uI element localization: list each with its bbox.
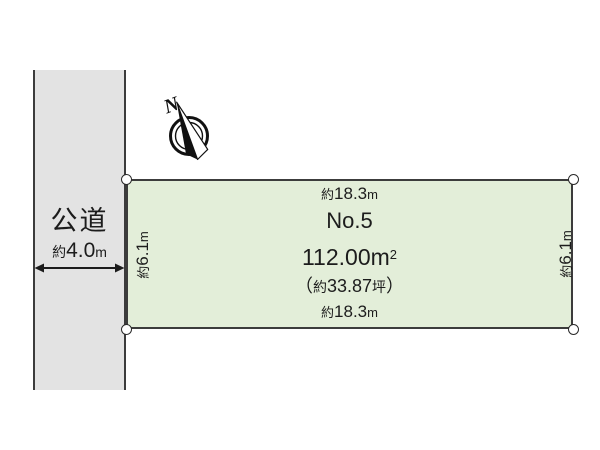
left-dim-value: 6.1 (133, 242, 152, 266)
plot-area-tsubo-label: （約33.87坪） (126, 277, 573, 296)
plot-number-label: No.5 (326, 208, 373, 233)
tsubo-close-paren: ） (386, 276, 405, 296)
road-width-arrow-icon (34, 263, 125, 273)
public-road-strip (33, 70, 126, 390)
top-dim-value: 18.3 (334, 184, 368, 203)
tsubo-unit: 坪 (372, 279, 387, 295)
bottom-dim-approx: 約 (321, 305, 335, 320)
top-dim-unit: m (367, 187, 378, 202)
road-width-label: 約4.0m (33, 240, 126, 261)
left-dim-unit: m (136, 231, 151, 243)
plot-area-sqm-label: 112.00m2 (126, 246, 573, 269)
plot-left-dimension: 約6.1m (133, 195, 152, 315)
plot-top-dimension: 約18.3m (126, 185, 573, 203)
right-dim-value: 6.1 (556, 241, 575, 265)
left-dim-approx: 約 (136, 265, 151, 279)
tsubo-value: 33.87 (326, 276, 373, 296)
road-width-approx: 約 (52, 244, 67, 260)
tsubo-approx: 約 (312, 279, 327, 295)
compass-north-icon: N (160, 92, 209, 161)
road-width-unit: m (95, 244, 107, 260)
corner-marker-top-right (568, 174, 579, 185)
corner-marker-bottom-right (568, 324, 579, 335)
plot-bottom-dimension: 約18.3m (126, 303, 573, 321)
top-dim-approx: 約 (321, 187, 335, 202)
area-sqm-unit: m (370, 244, 390, 270)
road-width-value: 4.0 (66, 239, 96, 262)
corner-marker-bottom-left (121, 324, 132, 335)
right-dim-approx: 約 (559, 264, 574, 278)
area-sqm-unit-sup: 2 (389, 247, 398, 262)
plot-area (126, 179, 573, 329)
tsubo-open-paren: （ (294, 276, 313, 296)
bottom-dim-value: 18.3 (334, 302, 368, 321)
road-name-label: 公道 (50, 206, 109, 236)
area-sqm-value: 112.00 (301, 244, 371, 270)
plot-right-dimension: 約6.1m (556, 194, 575, 314)
corner-marker-top-left (121, 174, 132, 185)
bottom-dim-unit: m (367, 305, 378, 320)
right-dim-unit: m (559, 230, 574, 242)
